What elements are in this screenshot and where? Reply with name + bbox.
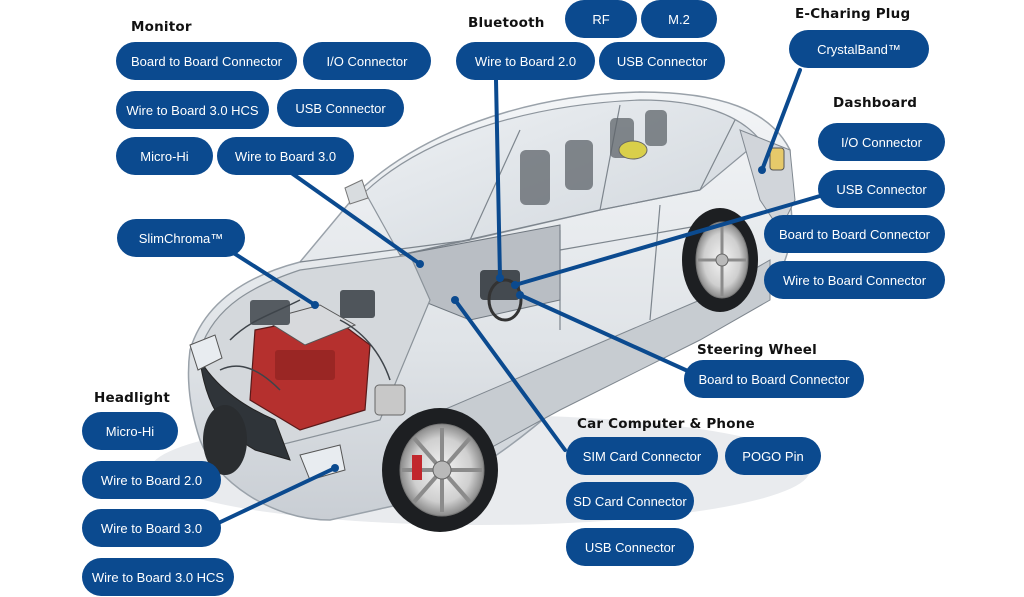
pill-headlight-micro-hi[interactable]: Micro-Hi bbox=[82, 412, 178, 450]
pill-dashboard-board-to-board[interactable]: Board to Board Connector bbox=[764, 215, 945, 253]
headlight-left bbox=[189, 334, 223, 371]
seats bbox=[520, 110, 667, 205]
pill-monitor-wire-to-board-30[interactable]: Wire to Board 3.0 bbox=[217, 137, 354, 175]
heading-headlight: Headlight bbox=[94, 390, 171, 406]
heading-dashboard: Dashboard bbox=[833, 95, 918, 111]
charging-port bbox=[769, 147, 785, 171]
pill-crystalband[interactable]: CrystalBand™ bbox=[789, 30, 929, 68]
pill-monitor-wire-to-board-30-hcs[interactable]: Wire to Board 3.0 HCS bbox=[116, 91, 269, 129]
pill-dashboard-io-connector[interactable]: I/O Connector bbox=[818, 123, 945, 161]
yellow-component bbox=[618, 140, 648, 160]
pill-steering-board-to-board[interactable]: Board to Board Connector bbox=[684, 360, 864, 398]
pill-monitor-usb-connector[interactable]: USB Connector bbox=[277, 89, 404, 127]
pill-monitor-board-to-board[interactable]: Board to Board Connector bbox=[116, 42, 297, 80]
pill-monitor-micro-hi[interactable]: Micro-Hi bbox=[116, 137, 213, 175]
pill-headlight-wire-to-board-20[interactable]: Wire to Board 2.0 bbox=[82, 461, 221, 499]
pill-headlight-wire-to-board-30[interactable]: Wire to Board 3.0 bbox=[82, 509, 221, 547]
pill-sd-card-connector[interactable]: SD Card Connector bbox=[566, 482, 694, 520]
pill-dashboard-usb-connector[interactable]: USB Connector bbox=[818, 170, 945, 208]
heading-car-computer-phone: Car Computer & Phone bbox=[577, 416, 755, 432]
front-grille bbox=[199, 359, 291, 461]
pill-monitor-io-connector[interactable]: I/O Connector bbox=[303, 42, 431, 80]
pill-pogo-pin[interactable]: POGO Pin bbox=[725, 437, 821, 475]
pill-bluetooth-wire-to-board-20[interactable]: Wire to Board 2.0 bbox=[456, 42, 595, 80]
pill-headlight-wire-to-board-30-hcs[interactable]: Wire to Board 3.0 HCS bbox=[82, 558, 234, 596]
rear-wheel bbox=[682, 208, 758, 312]
heading-echarging-plug: E-Charing Plug bbox=[795, 6, 911, 22]
pill-bluetooth-usb-connector[interactable]: USB Connector bbox=[599, 42, 725, 80]
heading-bluetooth: Bluetooth bbox=[468, 15, 545, 31]
pill-bluetooth-rf[interactable]: RF bbox=[565, 0, 637, 38]
front-wheel bbox=[382, 408, 498, 532]
front-left-wheel bbox=[203, 405, 247, 475]
pill-car-computer-usb-connector[interactable]: USB Connector bbox=[566, 528, 694, 566]
heading-monitor: Monitor bbox=[131, 19, 192, 35]
pill-sim-card-connector[interactable]: SIM Card Connector bbox=[566, 437, 718, 475]
heading-steering-wheel: Steering Wheel bbox=[697, 342, 817, 358]
pill-dashboard-wire-to-board[interactable]: Wire to Board Connector bbox=[764, 261, 945, 299]
pill-bluetooth-m2[interactable]: M.2 bbox=[641, 0, 717, 38]
pill-slimchroma[interactable]: SlimChroma™ bbox=[117, 219, 245, 257]
